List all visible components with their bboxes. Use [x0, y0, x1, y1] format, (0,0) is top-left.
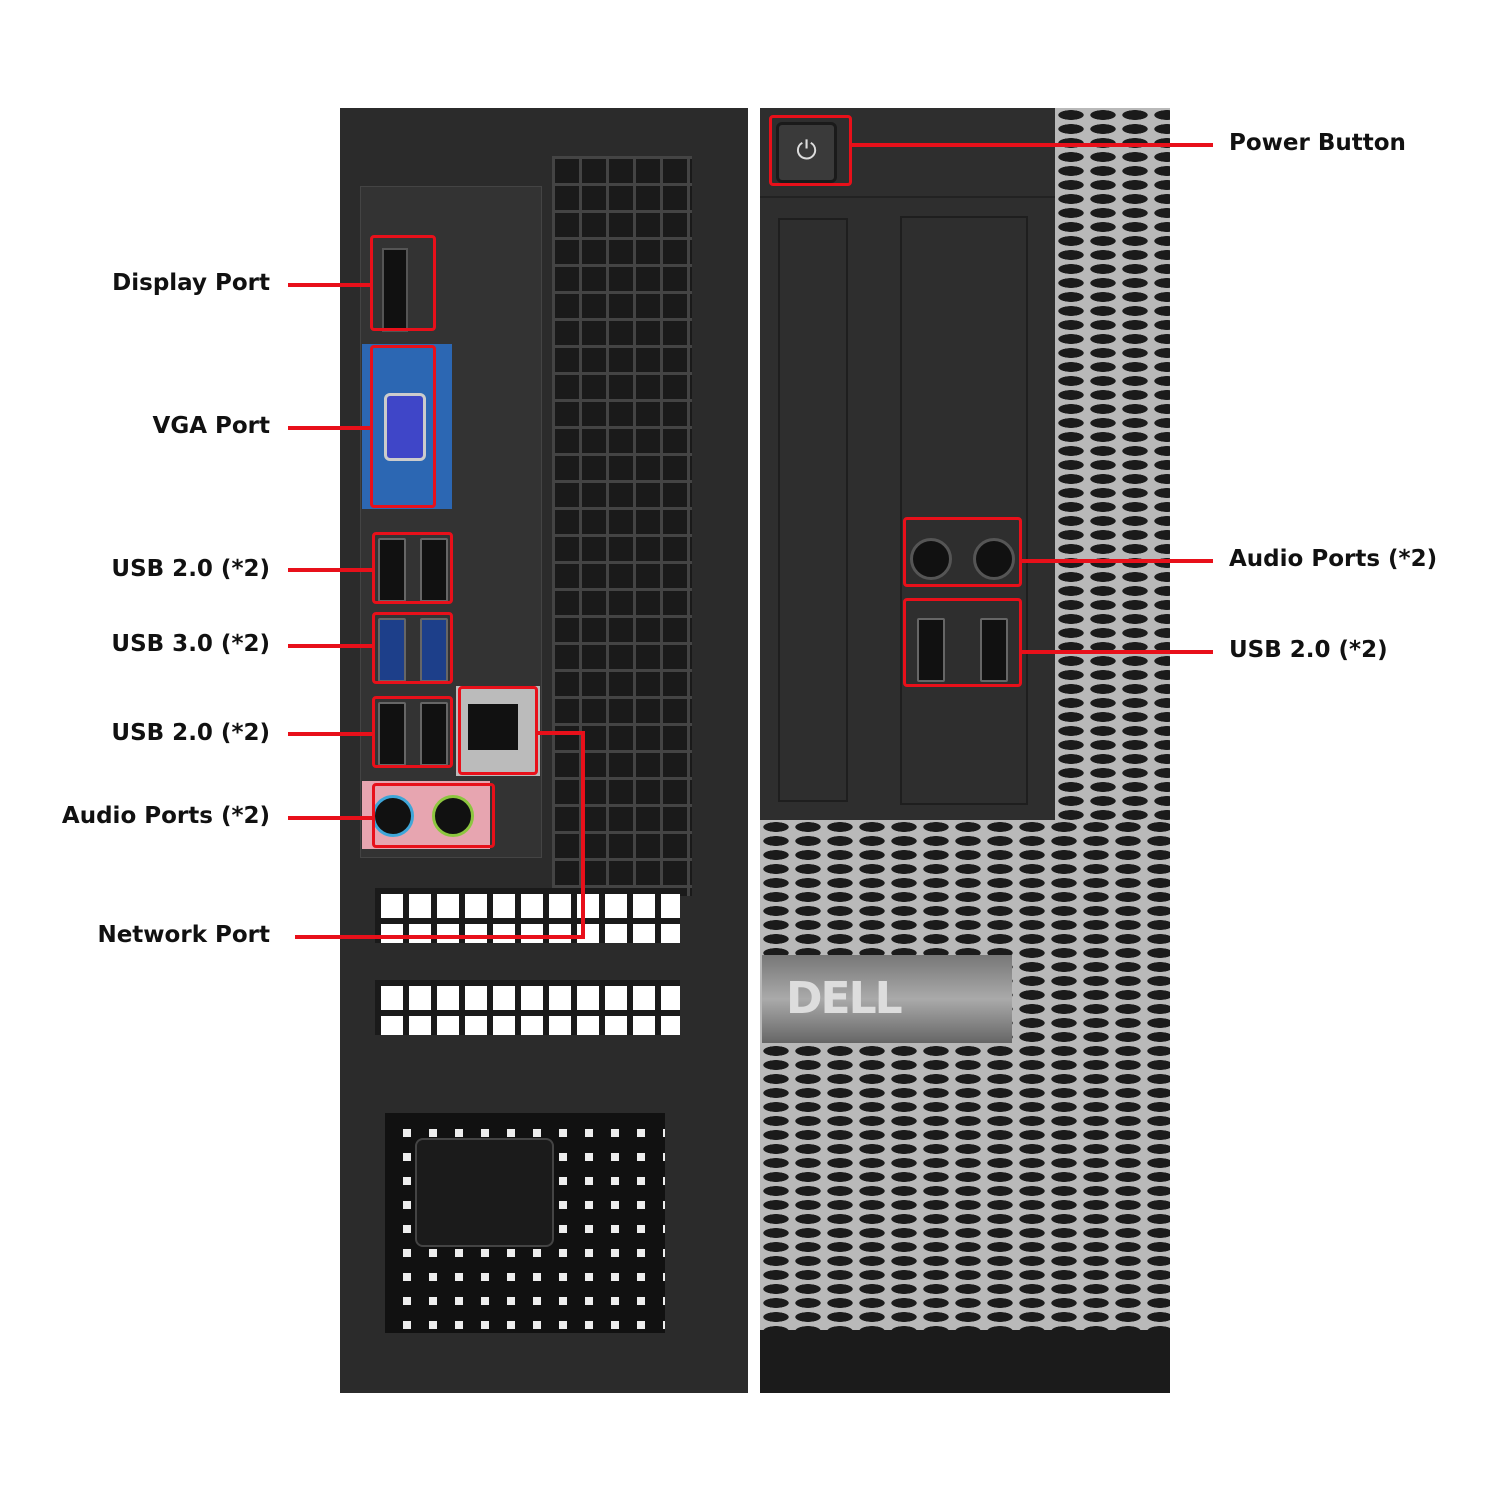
callout-audio-rear [372, 783, 495, 848]
rear-panel [340, 108, 748, 1393]
mic-jack [910, 538, 952, 580]
usb-port [378, 702, 406, 766]
rear-vent [552, 156, 692, 896]
callout-audio-front [903, 517, 1022, 587]
label-display-port: Display Port [112, 270, 270, 296]
callout-usb20-bottom [372, 696, 453, 768]
label-power-button: Power Button [1229, 130, 1406, 156]
callout-usb30 [372, 612, 453, 684]
usb-port [917, 618, 945, 682]
label-usb-front: USB 2.0 (*2) [1229, 637, 1388, 663]
label-vga-port: VGA Port [152, 413, 270, 439]
power-icon[interactable]: ⏻ [776, 122, 837, 183]
expansion-slot [375, 888, 680, 943]
callout-display-port [370, 235, 436, 331]
front-panel: ⏻ DELL [760, 108, 1170, 1393]
label-audio-rear: Audio Ports (*2) [61, 803, 270, 829]
power-socket [415, 1138, 554, 1247]
line-out-jack [432, 795, 474, 837]
callout-network [458, 686, 538, 775]
audio-plate [362, 781, 490, 849]
vga-connector [384, 393, 426, 461]
optical-bay [778, 218, 848, 802]
front-base [760, 1330, 1170, 1393]
label-network-port: Network Port [97, 922, 270, 948]
callout-usb20-top [372, 532, 453, 604]
label-audio-front: Audio Ports (*2) [1229, 546, 1438, 572]
usb3-port [420, 618, 448, 682]
dell-logo: DELL [786, 973, 903, 1024]
callout-power [769, 115, 852, 186]
usb3-port [378, 618, 406, 682]
displayport-connector [382, 248, 408, 332]
callout-usb-front [903, 598, 1022, 687]
callout-vga [370, 345, 436, 508]
expansion-slot [375, 980, 680, 1035]
label-usb20-bottom: USB 2.0 (*2) [111, 720, 270, 746]
io-bay [900, 216, 1028, 805]
usb-port [420, 538, 448, 602]
label-usb20-top: USB 2.0 (*2) [111, 556, 270, 582]
dell-badge: DELL [762, 955, 1012, 1043]
ethernet-port [456, 686, 540, 776]
front-perforation [760, 820, 1170, 1330]
headphone-jack [973, 538, 1015, 580]
label-usb30: USB 3.0 (*2) [111, 631, 270, 657]
usb-port [980, 618, 1008, 682]
